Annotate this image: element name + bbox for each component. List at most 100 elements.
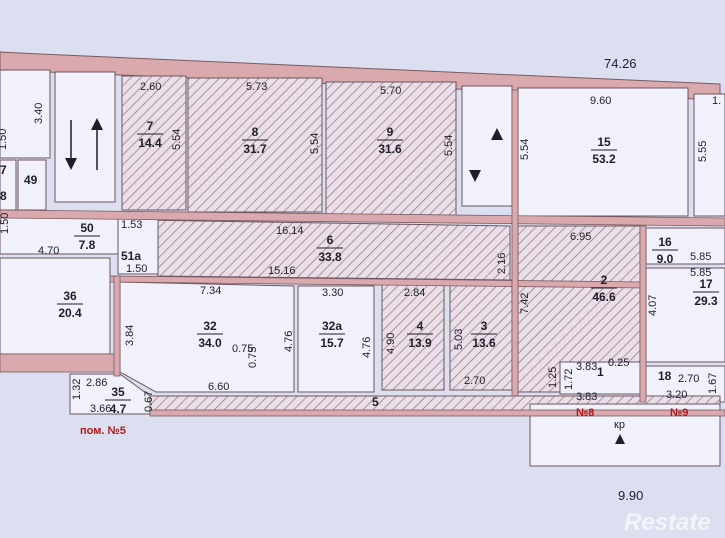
label-8-left: 8 xyxy=(0,189,7,203)
dim-d10: 5.55 xyxy=(697,141,709,162)
room-7 xyxy=(121,75,187,211)
room-stair-1 xyxy=(54,71,116,203)
label-1: 1 xyxy=(597,365,604,379)
room-far-right xyxy=(693,93,725,217)
room-label-r8: 831.7 xyxy=(242,125,268,156)
dim-d4: 9.60 xyxy=(590,95,611,107)
room-label-r6: 633.8 xyxy=(317,233,343,264)
room-label-r32: 32 34.0 xyxy=(197,319,223,350)
dim-d17: 2.16 xyxy=(496,253,508,274)
dim-d11: 16.14 xyxy=(276,225,304,237)
stair-arrows xyxy=(65,118,625,444)
room-number: 32 xyxy=(203,319,217,333)
room-area: 53.2 xyxy=(592,152,616,166)
wall-bands xyxy=(0,89,725,417)
room-label-r9: 931.6 xyxy=(377,125,403,156)
room-label-r16: 169.0 xyxy=(652,235,678,266)
dim-d36: 3.83 xyxy=(576,391,597,403)
wall-corridor-top xyxy=(0,209,725,227)
dim-d1: 2.60 xyxy=(140,81,161,93)
dim-d7: 5.54 xyxy=(309,133,321,154)
dim-d40: 1.67 xyxy=(707,373,719,394)
room-number: 50 xyxy=(80,221,94,235)
dim-d35: 3.83 xyxy=(576,361,597,373)
dim-d34: 2.70 xyxy=(678,373,699,385)
room-area: 13.6 xyxy=(472,336,496,350)
room-area: 15.7 xyxy=(320,336,344,350)
room-1 xyxy=(559,361,641,395)
room-number: 4 xyxy=(417,319,424,333)
stair-up-arrow-icon xyxy=(91,118,103,130)
dim-d42: 1.32 xyxy=(71,379,83,400)
wall-left-lower xyxy=(0,353,121,373)
dim-d6: 5.54 xyxy=(171,129,183,150)
dim-d27: 5.03 xyxy=(453,329,465,350)
dim-d13: 1.53 xyxy=(121,219,142,231)
dim-d39: 3.20 xyxy=(666,389,687,401)
room-label-r36: 36 20.4 xyxy=(57,289,83,320)
dim-d47: 1.50 xyxy=(0,129,9,150)
room-area: 33.8 xyxy=(318,250,342,264)
room-left-top xyxy=(0,69,51,159)
bottom-dimension: 9.90 xyxy=(618,488,643,503)
room-number: 6 xyxy=(327,233,334,247)
room-3 xyxy=(449,279,513,391)
room-4 xyxy=(381,279,445,391)
room-49 xyxy=(17,159,47,211)
room-32a xyxy=(297,285,375,393)
dim-d31: 0.75 xyxy=(247,347,259,368)
room-number: 3 xyxy=(481,319,488,333)
dim-d9: 5.54 xyxy=(519,139,531,160)
room-area: 9.0 xyxy=(657,252,674,266)
stair-down-arrow-icon-2 xyxy=(469,170,481,182)
dim-d5: 3.40 xyxy=(33,103,45,124)
room-area: 31.7 xyxy=(243,142,267,156)
dim-d25: 4.76 xyxy=(361,337,373,358)
room-area: 13.9 xyxy=(408,336,432,350)
room-9 xyxy=(325,81,457,217)
room-label-r32a: 32а 15.7 xyxy=(319,319,345,350)
room-number: 9 xyxy=(387,125,394,139)
dim-d14: 1.50 xyxy=(126,263,147,275)
room-16 xyxy=(645,227,725,265)
wall-bottom xyxy=(149,409,725,417)
wall-v1 xyxy=(113,275,121,377)
wall-v3 xyxy=(639,225,647,403)
room-label-r2: 246.6 xyxy=(591,273,617,304)
dim-d12: 15.16 xyxy=(268,265,296,277)
stair-down-arrow-icon xyxy=(65,158,77,170)
top-dimension: 74.26 xyxy=(604,56,637,71)
dim-d18: 5.85 xyxy=(690,251,711,263)
room-number: 36 xyxy=(63,289,77,303)
room-label-r3: 313.6 xyxy=(471,319,497,350)
label-18: 18 xyxy=(658,369,672,383)
dim-d32: 6.60 xyxy=(208,381,229,393)
room-area: 34.0 xyxy=(198,336,222,350)
room-area: 31.6 xyxy=(378,142,402,156)
wall-v2 xyxy=(511,89,519,397)
room-area: 29.3 xyxy=(694,294,718,308)
stair-up-arrow-icon-2 xyxy=(491,128,503,140)
room-number: 17 xyxy=(699,277,713,291)
dim-d23: 3.84 xyxy=(124,325,136,346)
room-area: 14.4 xyxy=(138,136,162,150)
dim-d3: 5.70 xyxy=(380,85,401,97)
label-7-left: 7 xyxy=(0,163,7,177)
rooms-layer xyxy=(0,69,725,467)
label-51a: 51а xyxy=(121,249,141,263)
dim-d38: 1.72 xyxy=(563,369,575,390)
room-8 xyxy=(187,77,323,213)
room-number: 7 xyxy=(147,119,154,133)
room-label-r4: 413.9 xyxy=(407,319,433,350)
room-number: 32а xyxy=(322,319,342,333)
dim-d20: 7.34 xyxy=(200,285,221,297)
room-label-r7: 714.4 xyxy=(137,119,163,150)
dim-d33: 2.70 xyxy=(464,375,485,387)
entrance-arrow-icon xyxy=(615,434,625,444)
dim-d30: 0.75 xyxy=(232,343,253,355)
room-label-r35: 354.7 xyxy=(105,385,131,416)
room-area: 20.4 xyxy=(58,306,82,320)
